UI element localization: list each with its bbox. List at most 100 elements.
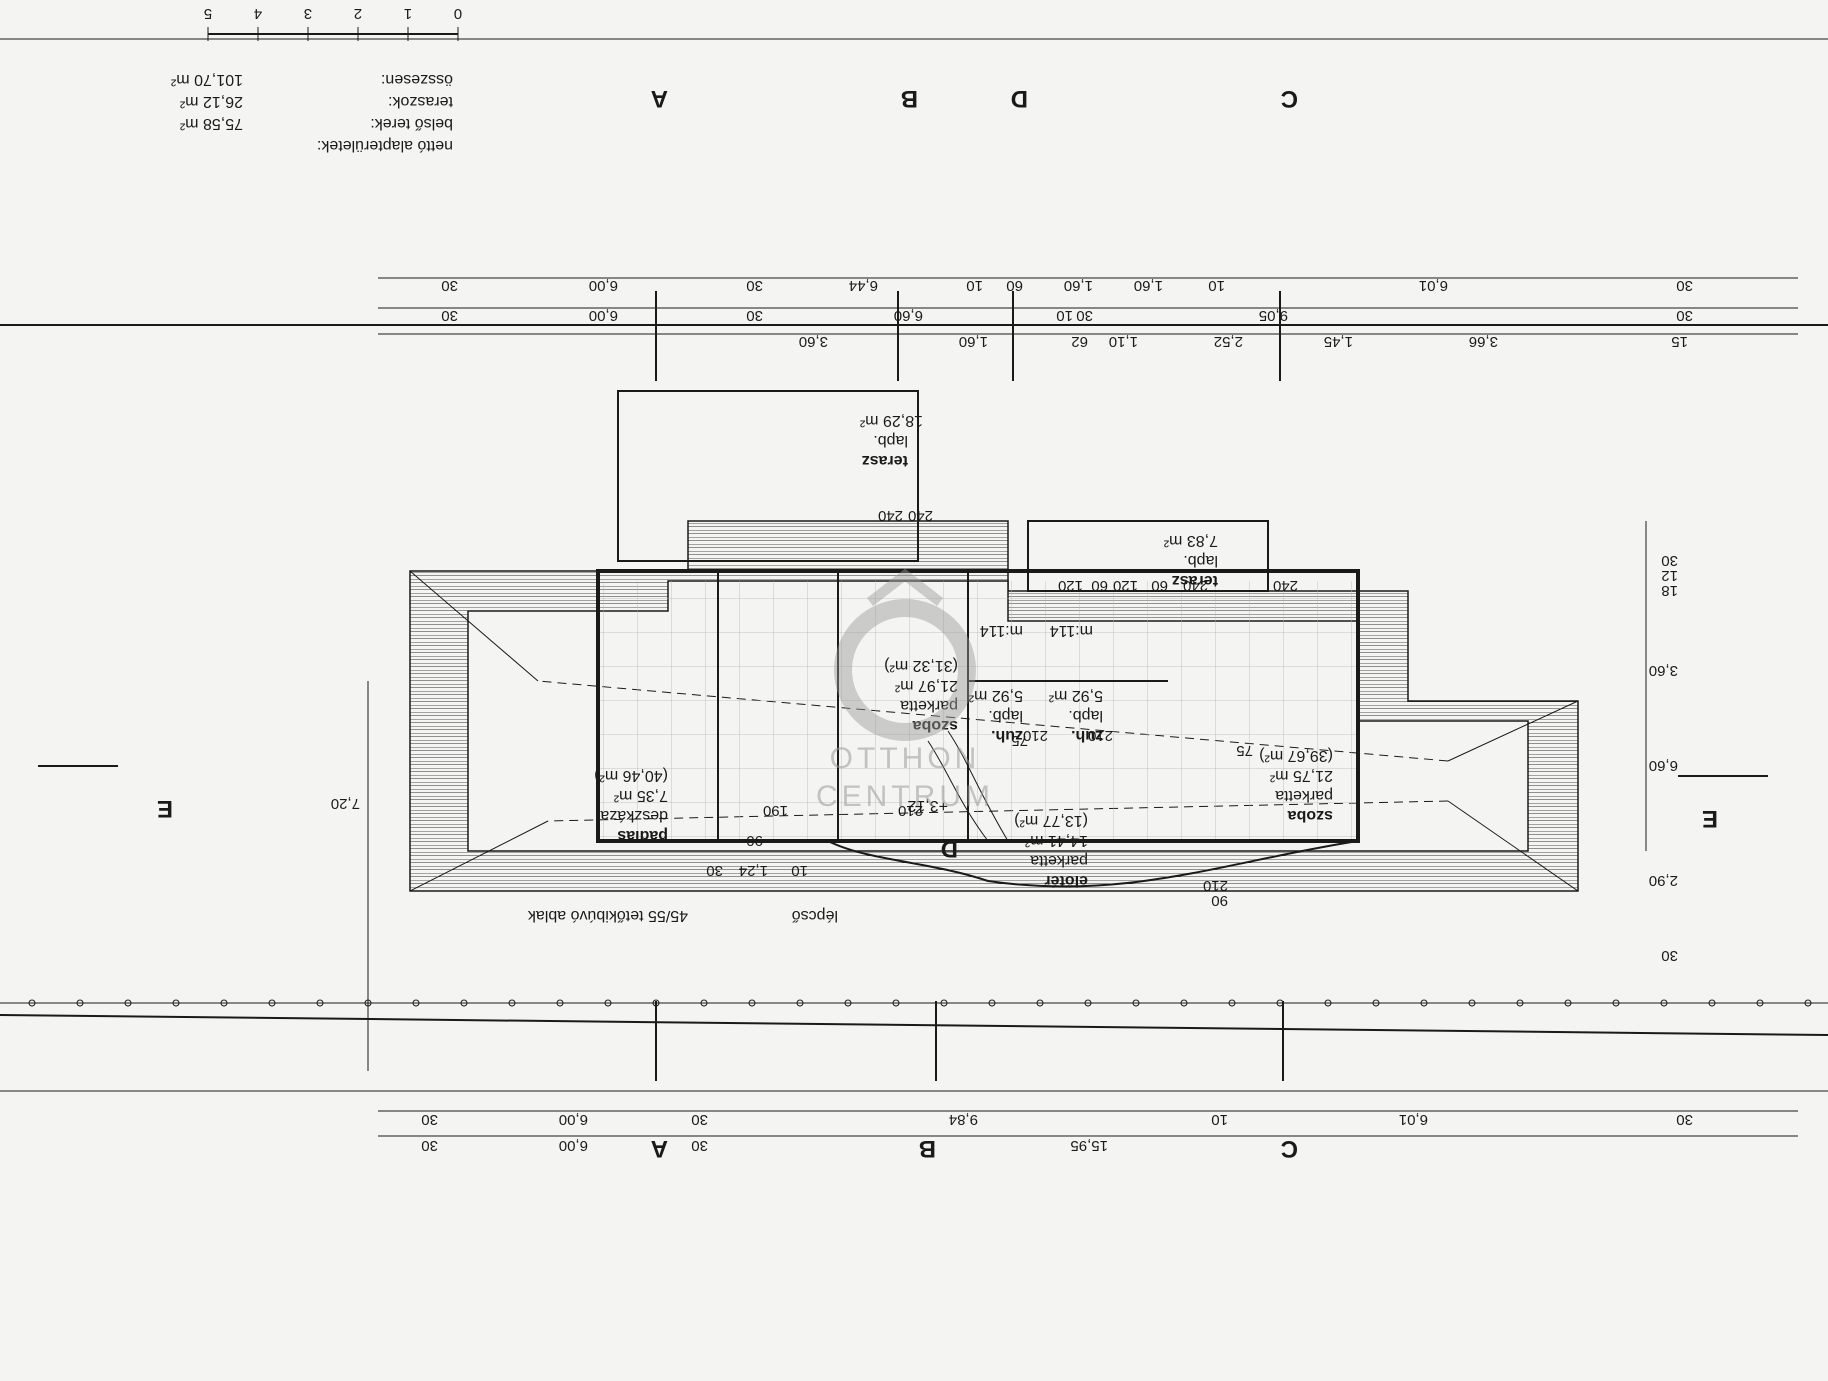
room-eloter: előtér parketta 14,41 m² (13,77 m²) <box>1014 812 1088 889</box>
room-szoba-left-area: 21,97 m² <box>894 677 958 694</box>
dim-1-1: 6,00 <box>589 277 618 294</box>
room-eloter-name: előtér <box>1044 872 1088 889</box>
section-mark-c-top: C <box>1281 85 1298 112</box>
dim-1-6: 1,60 <box>1064 277 1093 294</box>
areas-row-value-2: 101,70 m² <box>170 71 243 88</box>
dims-bottom-row-2: 30 6,00 30 <box>421 1137 708 1154</box>
dim-2-4: 10 <box>1056 307 1073 324</box>
height-210-c: 210 <box>1203 877 1228 894</box>
height-90-a: 90 <box>1211 892 1228 909</box>
dim-r-6: 30 <box>1661 947 1678 964</box>
height-210-b: 210 <box>1088 727 1113 744</box>
height-75-b: 75 <box>1236 742 1253 759</box>
scale-tick-2: 2 <box>354 5 362 22</box>
room-padlas-name: padlás <box>617 827 668 844</box>
stair-label: lépcső <box>792 907 838 924</box>
room-terasz-top-name: terasz <box>862 452 908 469</box>
dim-r-3: 3,60 <box>1649 662 1678 679</box>
section-mark-e-right: E <box>1702 805 1718 832</box>
dim-2-0: 30 <box>441 307 458 324</box>
room-terasz-right-name: terasz <box>1172 572 1218 589</box>
section-lines <box>38 291 1768 1081</box>
dim-3-1: 1,60 <box>959 333 988 350</box>
room-padlas: padlás deszkázat 7,35 m² (40,46 m²) <box>594 767 668 844</box>
dim-b1-7: 30 <box>1676 1111 1693 1128</box>
room-zuh-2-area: 5,92 m² <box>968 687 1023 704</box>
room-szoba-left-name: szoba <box>913 717 958 734</box>
dim-2-2: 30 <box>746 307 763 324</box>
room-zuh-1: zuh. lapb. 5,92 m² m:114 <box>1048 622 1103 744</box>
dims-row-3: 3,60 1,60 62 1,10 2,52 1,45 3,66 15 <box>799 333 1688 350</box>
watermark-text-bottom: CENTRUM <box>816 780 994 813</box>
areas-row-label-2: összesen: <box>381 71 453 88</box>
room-zuh-2-floor: lapb. <box>988 707 1023 724</box>
dim-b2-1: 6,00 <box>559 1137 588 1154</box>
roof-window-label: 45/55 tetőkibúvó ablak <box>527 907 688 924</box>
dim-3-5: 1,45 <box>1324 333 1353 350</box>
dim-b1-2: 30 <box>691 1111 708 1128</box>
room-eloter-floor: parketta <box>1030 852 1088 869</box>
dim-2-5: 30 <box>1076 307 1093 324</box>
watermark-text-top: OTTHON <box>830 742 981 775</box>
dim-b1-5: 10 <box>1211 1111 1228 1128</box>
dim-r-4: 6,60 <box>1649 757 1678 774</box>
scale-tick-0: 0 <box>454 5 462 22</box>
dim-r-5: 2,90 <box>1649 872 1678 889</box>
room-szoba-right: szoba parketta 21,75 m² (39,67 m²) <box>1259 747 1333 824</box>
dim-1-5: 60 <box>1006 277 1023 294</box>
dim-3-4: 2,52 <box>1214 333 1243 350</box>
dim-r-1: 12 <box>1661 567 1678 584</box>
room-zuh-2-height: m:114 <box>980 622 1023 639</box>
section-mark-a-bottom: A <box>651 1135 668 1162</box>
room-terasz-top-area: 18,29 m² <box>859 412 923 429</box>
height-10: 10 <box>791 862 808 879</box>
room-terasz-top: terasz lapb. 18,29 m² <box>859 412 923 469</box>
room-terasz-right-area: 7,83 m² <box>1163 532 1218 549</box>
section-mark-b-bottom: B <box>919 1135 936 1162</box>
site-line-upper <box>0 1014 1828 1036</box>
areas-row-value-1: 26,12 m² <box>179 93 243 110</box>
scale-bar <box>207 27 459 41</box>
height-60-a: 60 <box>1091 577 1108 594</box>
height-1-24: 1,24 <box>739 862 768 879</box>
terrace-right-outline <box>1027 520 1269 592</box>
dim-b2-0: 30 <box>421 1137 438 1154</box>
height-90-b: 90 <box>746 832 763 849</box>
floor-tile-grid <box>598 581 1358 841</box>
dim-2-3: 6,60 <box>894 307 923 324</box>
room-zuh-1-floor: lapb. <box>1068 707 1103 724</box>
room-szoba-right-name: szoba <box>1288 807 1333 824</box>
room-zuh-1-area: 5,92 m² <box>1048 687 1103 704</box>
height-30: 30 <box>706 862 723 879</box>
height-120-b: 120 <box>1113 577 1138 594</box>
room-zuh-1-name: zuh. <box>1071 727 1103 744</box>
room-padlas-area: 7,35 m² <box>613 787 668 804</box>
dim-1-2: 30 <box>746 277 763 294</box>
room-szoba-right-floor: parketta <box>1275 787 1333 804</box>
dims-row-1: 30 6,00 30 6,44 10 60 1,60 1,60 10 6,01 … <box>441 277 1693 294</box>
dim-b1-0: 30 <box>421 1111 438 1128</box>
stair <box>927 730 1009 842</box>
dim-3-6: 3,66 <box>1469 333 1498 350</box>
section-mark-a-top: A <box>651 85 668 112</box>
dim-2-6: 9,05 <box>1259 307 1288 324</box>
room-terasz-right-floor: lapb. <box>1183 552 1218 569</box>
height-190: 190 <box>763 802 788 819</box>
dims-row-2: 30 6,00 30 6,60 10 30 9,05 30 <box>441 307 1693 324</box>
dim-b1-1: 6,00 <box>559 1111 588 1128</box>
height-75-a: 75 <box>1011 732 1028 749</box>
height-60-b: 60 <box>1151 577 1168 594</box>
room-eloter-area: 14,41 m² <box>1024 832 1088 849</box>
dims-bottom-row-1: 30 6,00 30 9,84 15,95 10 6,01 30 <box>421 1111 1693 1154</box>
dim-b2-2: 30 <box>691 1137 708 1154</box>
dim-7-20: 7,20 <box>331 795 360 812</box>
height-240-b: 240 <box>908 507 933 524</box>
room-padlas-floor: deszkázat <box>595 807 668 824</box>
dim-3-3: 1,10 <box>1109 333 1138 350</box>
section-mark-b-top: B <box>901 85 918 112</box>
room-padlas-area2: (40,46 m²) <box>594 767 668 784</box>
scale-tick-3: 3 <box>304 5 312 22</box>
areas-row-value-0: 75,58 m² <box>179 115 243 132</box>
height-240-a: 240 <box>878 507 903 524</box>
